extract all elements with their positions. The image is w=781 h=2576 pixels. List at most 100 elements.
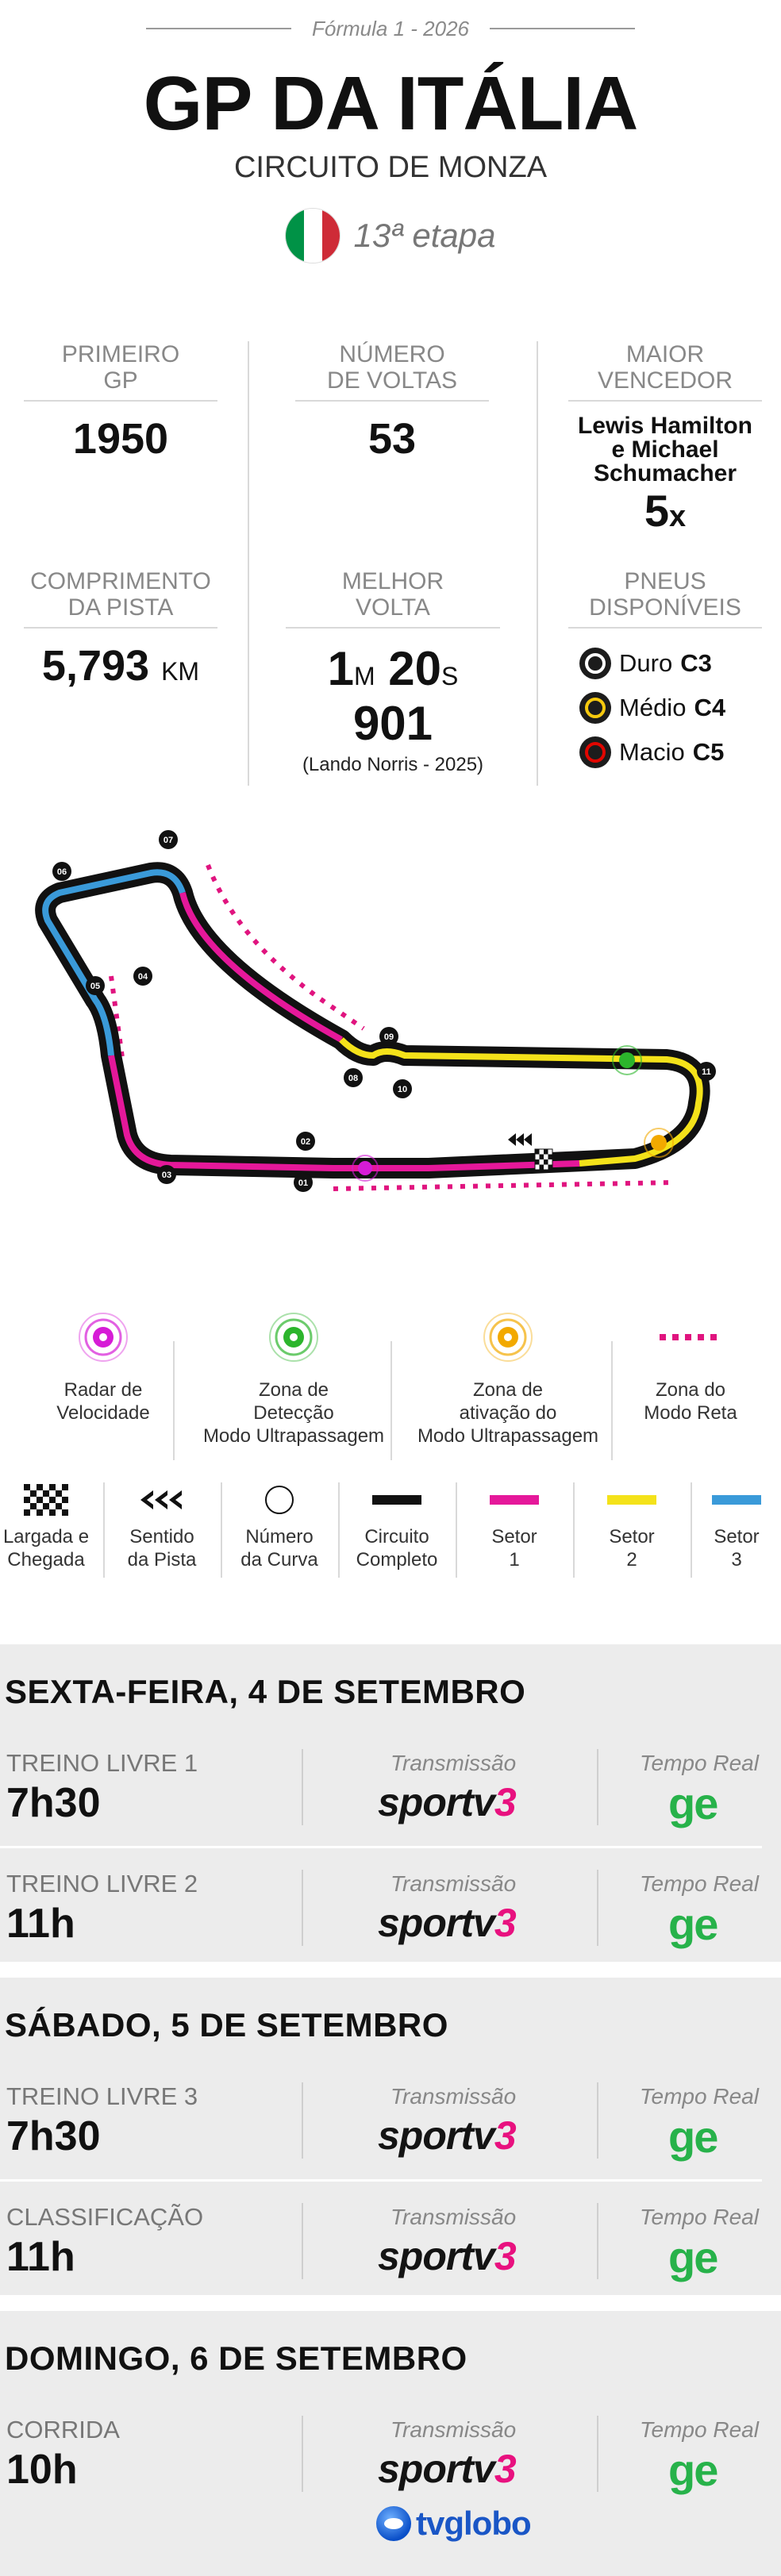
sportv-wordmark: sportv [378,1780,495,1824]
tyre-code: C5 [692,738,725,766]
broadcast-label: Transmissão [390,2084,517,2109]
schedule-day-saturday: SÁBADO, 5 DE SETEMBRO TREINO LIVRE 3 7h3… [0,1978,781,2295]
session-time: 11h [6,1901,75,1947]
ge-logo[interactable]: ge [668,2232,718,2282]
session-divider [302,1749,303,1825]
italy-flag-icon [285,208,341,263]
legend-text: Circuito [364,1526,429,1548]
stat-value: 53 [367,415,417,463]
stat-rule [295,400,489,402]
stat-label: NÚMERO [339,341,445,367]
day-title: SEXTA-FEIRA, 4 DE SETEMBRO [5,1673,526,1710]
sportv-wordmark: sportv [378,2113,495,2158]
straight-mode-zone [333,1180,675,1191]
sportv3-logo[interactable]: sportv3 [378,2113,517,2159]
tyre-icon [579,692,611,724]
tyre-name: Médio [619,694,687,721]
legend-divider [338,1482,340,1578]
sportv3-logo[interactable]: sportv3 [378,2446,517,2492]
ge-logo[interactable]: ge [668,2445,718,2495]
winner-name: e Michael [611,436,719,463]
stat-label: MELHOR [341,568,444,594]
legend-text: Sentido [129,1526,194,1548]
broadcast-label: Transmissão [390,2417,517,2442]
sector-2-swatch [607,1495,656,1505]
session-divider [302,2416,303,2492]
sportv-number: 3 [494,1780,517,1824]
stats-divider [248,341,249,786]
stat-rule [568,627,762,629]
session-fp2: TREINO LIVRE 2 11h Transmissão sportv3 T… [0,1859,762,1960]
session-time: 10h [6,2447,78,2493]
realtime-label: Tempo Real [640,1751,759,1775]
tyre-soft: Macio C5 [579,730,762,775]
day-title: DOMINGO, 6 DE SETEMBRO [5,2340,467,2377]
speed-radar-marker [352,1155,379,1182]
corner-label: 11 [702,1067,711,1077]
sportv-wordmark: sportv [378,2234,495,2278]
legend-text: Setor [609,1526,655,1548]
legend-text: 1 [509,1549,520,1571]
legend-divider [611,1341,613,1460]
session-divider [597,2082,598,2159]
legend-divider [456,1482,457,1578]
session-divider [302,2082,303,2159]
corner-01: 01 [294,1173,313,1192]
corner-04: 04 [133,967,152,986]
stat-value: 1950 [72,415,169,463]
stage-label: 13ª etapa [353,217,496,254]
sportv3-logo[interactable]: sportv3 [378,1779,517,1825]
session-time: 11h [6,2234,75,2280]
realtime-label: Tempo Real [640,1871,759,1896]
activation-zone-icon [483,1313,533,1362]
stat-rule [24,400,217,402]
legend-text: Modo Reta [644,1402,737,1424]
legend-text: Modo Ultrapassagem [202,1425,385,1447]
corner-09: 09 [379,1027,398,1046]
session-name: CORRIDA [6,2416,120,2443]
stat-label: PRIMEIRO [61,341,180,367]
session-fp3: TREINO LIVRE 3 7h30 Transmissão sportv3 … [0,2071,762,2173]
length-value: 5,793 [41,642,150,690]
corner-07: 07 [159,830,178,849]
sportv3-logo[interactable]: sportv3 [378,2233,517,2279]
corner-number-icon [265,1486,294,1514]
legend-text: da Pista [127,1549,197,1571]
stat-label: DA PISTA [67,594,174,621]
realtime-label: Tempo Real [640,2205,759,2229]
schedule-day-friday: SEXTA-FEIRA, 4 DE SETEMBRO TREINO LIVRE … [0,1644,781,1962]
tyre-code: C4 [694,694,726,721]
straight-mode-icon [660,1334,721,1340]
corner-02: 02 [296,1132,315,1151]
realtime-label: Tempo Real [640,2417,759,2442]
stat-label: GP [103,367,138,394]
legend-text: Zona do [655,1379,726,1401]
winner-name: Lewis Hamilton [577,413,753,439]
speed-radar-icon [79,1313,128,1362]
legend-divider [573,1482,575,1578]
legend-text: Detecção [253,1402,334,1424]
stat-label: DISPONÍVEIS [589,594,741,621]
sportv3-logo[interactable]: sportv3 [378,1900,517,1946]
activation-zone-marker [644,1128,674,1158]
ge-logo[interactable]: ge [668,1899,718,1949]
ge-logo[interactable]: ge [668,2112,718,2162]
full-circuit-swatch [372,1495,421,1505]
corner-label: 08 [348,1074,358,1083]
corner-08: 08 [344,1068,363,1087]
length-unit: KM [161,657,200,686]
legend-text: Velocidade [56,1402,150,1424]
tvglobo-logo[interactable]: tvglobo [376,2505,532,2543]
ge-logo[interactable]: ge [668,1778,718,1828]
start-finish-flag-icon [534,1148,553,1171]
